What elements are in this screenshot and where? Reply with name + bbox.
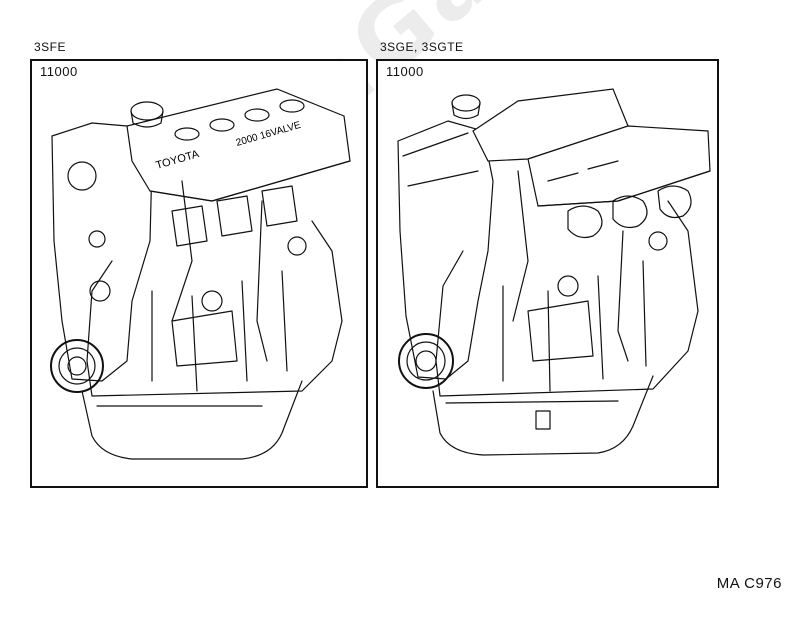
engine-panel-right[interactable]: 11000 [376,59,719,488]
part-number-right: 11000 [386,64,424,79]
model-label-left: 3SFE [34,40,67,54]
reference-code: MA C976 [716,575,782,592]
engine-panel-left[interactable]: 11000 TOYOTA 2000 16VALVE [30,59,368,488]
engine-illustration-3sfe: TOYOTA 2000 16VALVE [50,88,351,460]
part-number-left: 11000 [40,64,78,79]
engine-illustration-3sge-3sgte [397,88,711,456]
model-label-right: 3SGE, 3SGTE [380,40,464,54]
